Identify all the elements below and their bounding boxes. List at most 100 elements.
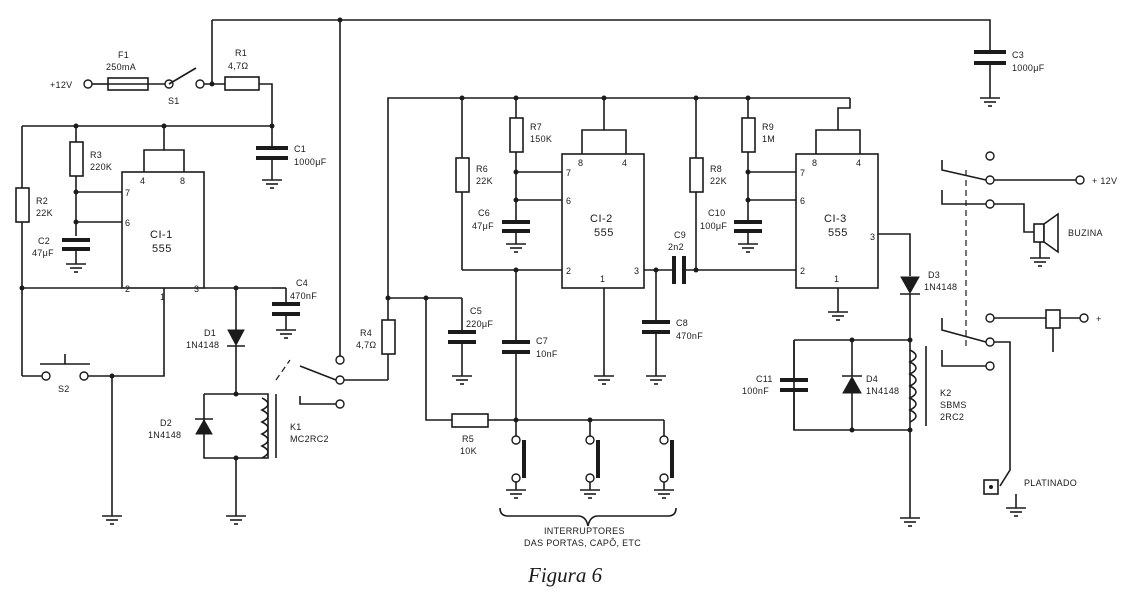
svg-text:220μF: 220μF [466,319,493,329]
svg-text:C7: C7 [536,336,548,346]
svg-text:1: 1 [600,274,605,284]
svg-text:220K: 220K [90,162,112,172]
relay-k2-contacts-lower: + [941,309,1101,487]
fuse-f1: F1 250mA [106,50,165,91]
resistor-r1: R1 4,7Ω [224,48,260,91]
svg-text:R5: R5 [462,434,474,444]
svg-text:22K: 22K [36,208,53,218]
svg-text:7: 7 [800,168,805,178]
svg-text:R1: R1 [235,48,247,58]
svg-text:10K: 10K [460,446,477,456]
svg-text:8: 8 [578,158,583,168]
svg-text:3: 3 [634,266,639,276]
svg-text:150K: 150K [530,134,552,144]
svg-text:100nF: 100nF [742,386,769,396]
svg-text:R3: R3 [90,150,102,160]
svg-text:K1: K1 [290,422,302,432]
svg-text:C2: C2 [38,236,50,246]
relay-k2-contacts-upper: + 12V [941,151,1117,233]
resistor-r5: R5 10K [451,413,489,456]
svg-text:2: 2 [566,266,571,276]
svg-text:R9: R9 [762,122,774,132]
points-label: PLATINADO [1024,478,1077,488]
svg-text:555: 555 [152,243,172,255]
svg-text:4,7Ω: 4,7Ω [228,61,248,71]
resistor-r4: R4 4,7Ω [356,319,396,355]
svg-text:CI-3: CI-3 [824,213,847,225]
svg-text:22K: 22K [710,176,727,186]
svg-text:C1: C1 [294,144,306,154]
horn-label: BUZINA [1068,228,1103,238]
capacitor-c3: C3 1000μF [974,50,1045,107]
svg-text:555: 555 [828,227,848,239]
svg-text:8: 8 [180,176,185,186]
svg-text:100μF: 100μF [700,221,727,231]
svg-text:7: 7 [566,168,571,178]
switch-s1: S1 [164,67,205,106]
svg-text:2: 2 [800,266,805,276]
svg-text:CI-1: CI-1 [150,229,173,241]
svg-text:250mA: 250mA [106,62,136,72]
svg-text:1: 1 [160,292,165,302]
svg-text:6: 6 [800,196,805,206]
output-12v-label: + 12V [1092,176,1117,186]
svg-text:1N4148: 1N4148 [148,430,181,440]
svg-text:C10: C10 [708,208,725,218]
capacitor-c5: C5 220μF [448,298,493,385]
svg-text:47μF: 47μF [472,221,494,231]
relay-k2: C11 100nF D4 1N4148 K2 SBMS 2RC2 [742,337,967,433]
switch-s2: S2 [22,354,90,394]
ic-ci2: 8 4 7 6 2 1 3 CI-2 555 [561,98,645,289]
diode-d1: D1 1N4148 [186,288,245,394]
resistor-r7: R7 150K [509,98,552,222]
points-icon: PLATINADO [983,478,1077,517]
svg-text:4: 4 [856,158,861,168]
svg-text:4: 4 [140,176,145,186]
svg-text:S2: S2 [58,384,70,394]
supply-input: +12V [50,79,108,90]
svg-text:1000μF: 1000μF [294,157,327,167]
svg-text:4,7Ω: 4,7Ω [356,340,376,350]
diode-d3: D3 1N4148 [900,270,957,340]
capacitor-c6: C6 47μF [472,208,530,253]
resistor-r6: R6 22K [455,98,493,270]
svg-text:R6: R6 [476,164,488,174]
capacitor-c4: C4 470nF [272,278,317,339]
svg-text:D3: D3 [928,270,940,280]
svg-text:MC2RC2: MC2RC2 [290,434,329,444]
svg-text:1N4148: 1N4148 [866,386,899,396]
svg-text:2: 2 [125,284,130,294]
svg-text:R7: R7 [530,122,542,132]
capacitor-c9: C9 2n2 [668,230,686,284]
svg-text:C8: C8 [676,318,688,328]
svg-text:47μF: 47μF [32,248,54,258]
svg-text:F1: F1 [118,50,129,60]
svg-text:10nF: 10nF [536,349,558,359]
svg-text:4: 4 [622,158,627,168]
svg-text:C5: C5 [470,306,482,316]
svg-text:1N4148: 1N4148 [186,340,219,350]
svg-text:D1: D1 [204,328,216,338]
svg-text:6: 6 [125,218,130,228]
svg-text:C3: C3 [1012,50,1024,60]
svg-text:D2: D2 [160,418,172,428]
svg-text:470nF: 470nF [676,331,703,341]
capacitor-c10: C10 100μF [700,208,762,253]
supply-input-label: +12V [50,80,72,90]
svg-text:1000μF: 1000μF [1012,63,1045,73]
capacitor-c1: C1 1000μF [256,126,327,189]
svg-text:1: 1 [834,274,839,284]
svg-text:1M: 1M [762,134,775,144]
svg-text:6: 6 [566,196,571,206]
svg-text:R8: R8 [710,164,722,174]
figure-caption: Figura 6 [527,563,603,587]
svg-text:470nF: 470nF [290,291,317,301]
capacitor-c8: C8 470nF [642,270,703,385]
capacitor-c7: C7 10nF [502,270,558,420]
svg-text:7: 7 [125,188,130,198]
svg-text:K2: K2 [940,388,952,398]
svg-text:3: 3 [870,232,875,242]
svg-text:555: 555 [594,227,614,239]
svg-text:SBMS: SBMS [940,400,967,410]
